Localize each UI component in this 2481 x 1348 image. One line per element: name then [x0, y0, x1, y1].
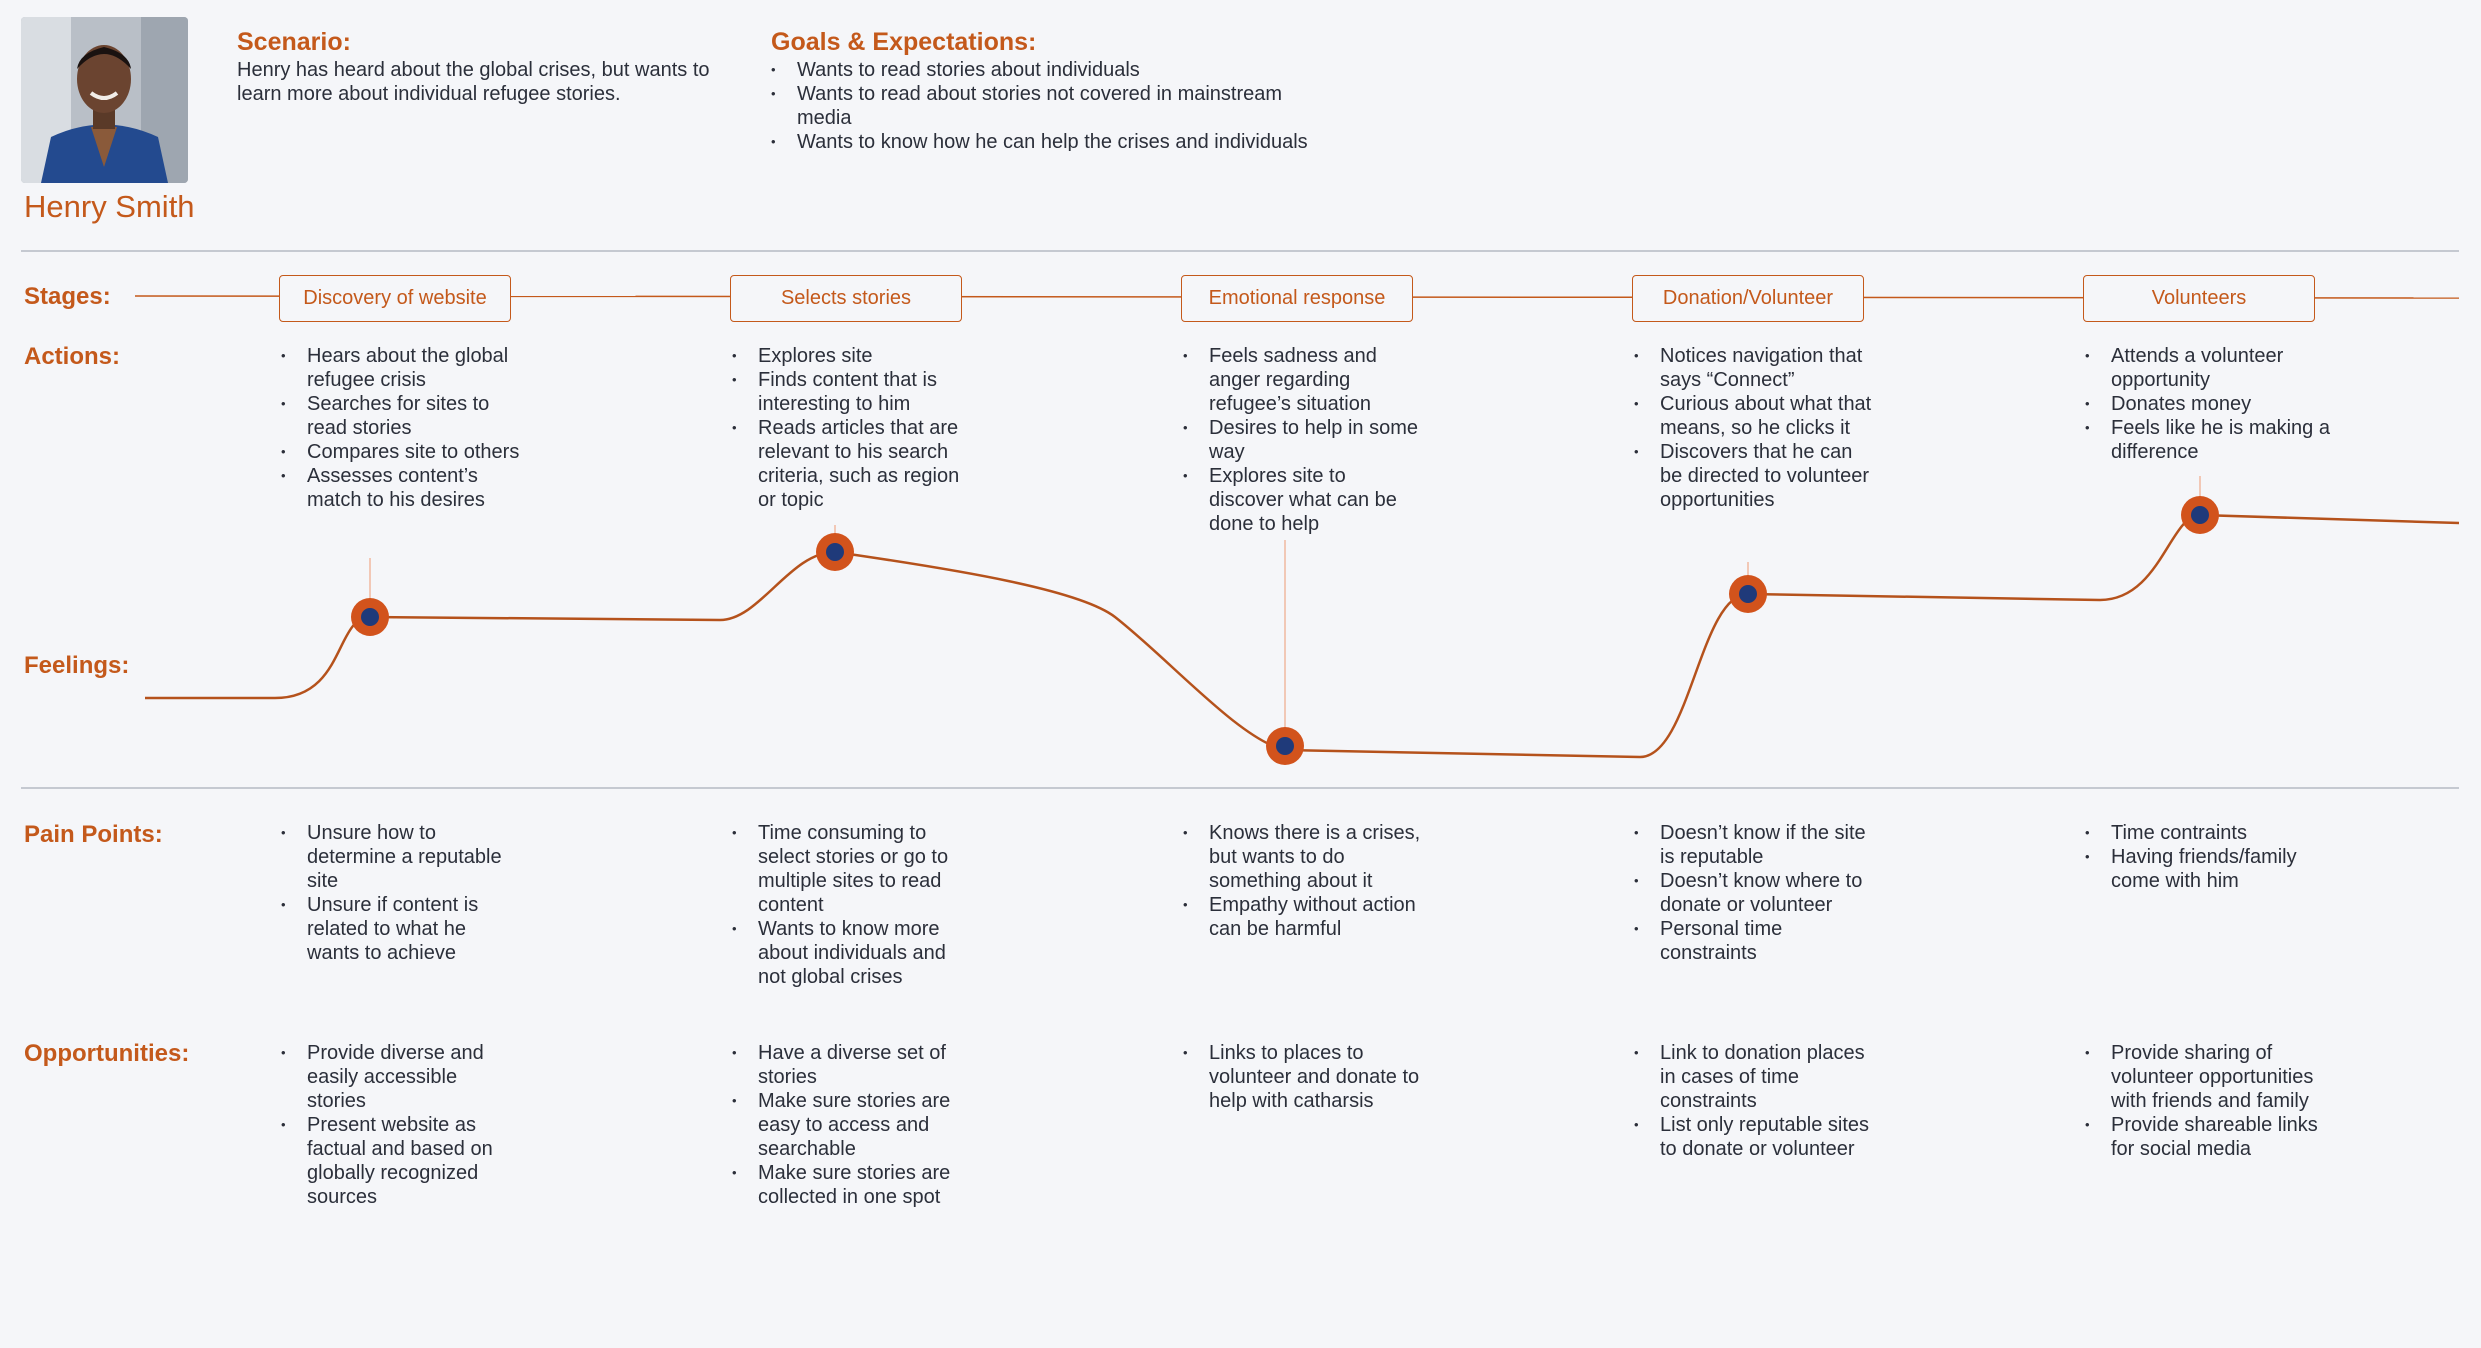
opportunity-item: Make sure stories are easy to access and… [732, 1089, 972, 1161]
action-item: Donates money [2085, 392, 2335, 416]
actions-list-selects-stories: Explores site Finds content that is inte… [732, 344, 972, 512]
pain-points-list-selects-stories: Time consuming to select stories or go t… [732, 821, 972, 989]
pain-points-list-volunteers: Time contraints Having friends/family co… [2085, 821, 2335, 893]
pain-points-label: Pain Points: [24, 821, 163, 848]
action-item: Compares site to others [281, 440, 521, 464]
actions-list-emotional-response: Feels sadness and anger regarding refuge… [1183, 344, 1423, 536]
feeling-marker [351, 598, 389, 636]
stage-box-emotional-response: Emotional response [1181, 275, 1413, 322]
pain-point-item: Doesn’t know where to donate or voluntee… [1634, 869, 1874, 917]
opportunity-item: Provide diverse and easily accessible st… [281, 1041, 521, 1113]
opportunity-item: Provide shareable links for social media [2085, 1113, 2335, 1161]
scenario-title: Scenario: [237, 28, 351, 56]
pain-points-list-emotional-response: Knows there is a crises, but wants to do… [1183, 821, 1433, 941]
scenario-text: Henry has heard about the global crises,… [237, 59, 710, 105]
opportunities-list-donation-volunteer: Link to donation places in cases of time… [1634, 1041, 1884, 1161]
feeling-marker [1729, 575, 1767, 613]
action-item: Reads articles that are relevant to his … [732, 416, 972, 512]
feelings-curve [145, 513, 2460, 759]
pain-points-list-discovery: Unsure how to determine a reputable site… [281, 821, 521, 965]
pain-point-item: Knows there is a crises, but wants to do… [1183, 821, 1433, 893]
feeling-marker [2181, 496, 2219, 534]
opportunity-item: List only reputable sites to donate or v… [1634, 1113, 1884, 1161]
stage-box-selects-stories: Selects stories [730, 275, 962, 322]
pain-point-item: Wants to know more about individuals and… [732, 917, 972, 989]
persona-photo [21, 17, 188, 183]
opportunity-item: Have a diverse set of stories [732, 1041, 972, 1089]
opportunities-list-volunteers: Provide sharing of volunteer opportuniti… [2085, 1041, 2335, 1161]
feeling-marker [816, 533, 854, 571]
goals-title: Goals & Expectations: [771, 28, 1037, 56]
pain-point-item: Unsure how to determine a reputable site [281, 821, 521, 893]
opportunity-item: Make sure stories are collected in one s… [732, 1161, 972, 1209]
action-item: Curious about what that means, so he cli… [1634, 392, 1874, 440]
action-item: Discovers that he can be directed to vol… [1634, 440, 1874, 512]
stage-box-donation-volunteer: Donation/Volunteer [1632, 275, 1864, 322]
actions-list-discovery: Hears about the global refugee crisis Se… [281, 344, 521, 512]
action-item: Hears about the global refugee crisis [281, 344, 521, 392]
opportunity-item: Links to places to volunteer and donate … [1183, 1041, 1423, 1113]
action-item: Notices navigation that says “Connect” [1634, 344, 1874, 392]
actions-list-donation-volunteer: Notices navigation that says “Connect” C… [1634, 344, 1874, 512]
opportunities-list-emotional-response: Links to places to volunteer and donate … [1183, 1041, 1423, 1113]
opportunities-list-discovery: Provide diverse and easily accessible st… [281, 1041, 521, 1209]
opportunities-list-selects-stories: Have a diverse set of stories Make sure … [732, 1041, 972, 1209]
action-item: Assesses content’s match to his desires [281, 464, 521, 512]
action-item: Explores site [732, 344, 972, 368]
opportunity-item: Provide sharing of volunteer opportuniti… [2085, 1041, 2335, 1113]
action-item: Feels sadness and anger regarding refuge… [1183, 344, 1423, 416]
pain-point-item: Doesn’t know if the site is reputable [1634, 821, 1874, 869]
stage-box-discovery: Discovery of website [279, 275, 511, 322]
pain-point-item: Empathy without action can be harmful [1183, 893, 1433, 941]
action-item: Searches for sites to read stories [281, 392, 521, 440]
action-item: Attends a volunteer opportunity [2085, 344, 2335, 392]
pain-point-item: Having friends/family come with him [2085, 845, 2335, 893]
goal-item: Wants to know how he can help the crises… [771, 130, 1331, 151]
stage-box-volunteers: Volunteers [2083, 275, 2315, 322]
goal-item: Wants to read about stories not covered … [771, 82, 1331, 130]
feeling-marker [1266, 727, 1304, 765]
pain-point-item: Time contraints [2085, 821, 2335, 845]
pain-points-list-donation-volunteer: Doesn’t know if the site is reputable Do… [1634, 821, 1874, 965]
stages-label: Stages: [24, 283, 111, 310]
feelings-label: Feelings: [24, 652, 130, 679]
divider-top [21, 250, 2459, 252]
divider-middle [21, 787, 2459, 789]
pain-point-item: Time consuming to select stories or go t… [732, 821, 972, 917]
actions-list-volunteers: Attends a volunteer opportunity Donates … [2085, 344, 2335, 464]
opportunity-item: Link to donation places in cases of time… [1634, 1041, 1884, 1113]
opportunity-item: Present website as factual and based on … [281, 1113, 521, 1209]
pain-point-item: Unsure if content is related to what he … [281, 893, 521, 965]
actions-label: Actions: [24, 343, 120, 370]
persona-name: Henry Smith [24, 189, 195, 224]
action-item: Desires to help in some way [1183, 416, 1423, 464]
action-item: Finds content that is interesting to him [732, 368, 972, 416]
opportunities-label: Opportunities: [24, 1040, 190, 1067]
goals-list: Wants to read stories about individuals … [771, 58, 1331, 151]
action-item: Explores site to discover what can be do… [1183, 464, 1423, 536]
goal-item: Wants to read stories about individuals [771, 58, 1331, 82]
pain-point-item: Personal time constraints [1634, 917, 1874, 965]
action-item: Feels like he is making a difference [2085, 416, 2335, 464]
